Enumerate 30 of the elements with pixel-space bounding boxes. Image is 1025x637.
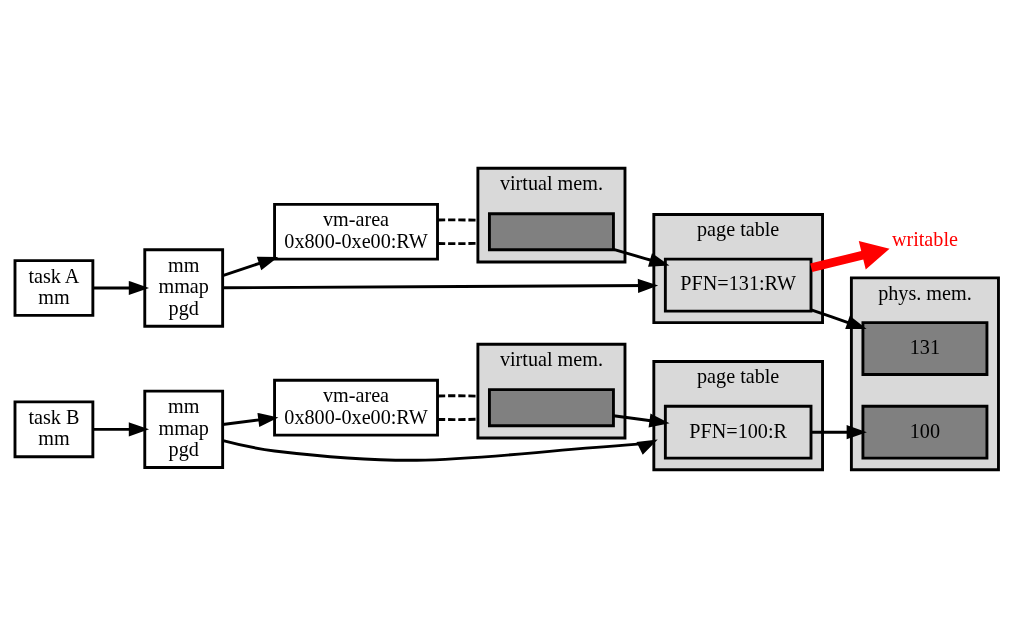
cluster: virtual mem. bbox=[476, 166, 627, 263]
arrow bbox=[222, 438, 658, 462]
arrow bbox=[613, 413, 670, 428]
connector bbox=[437, 217, 478, 222]
node-text: writable bbox=[891, 227, 958, 250]
connector bbox=[437, 241, 478, 245]
arrow bbox=[223, 278, 659, 293]
node-box: mm mmap pgd bbox=[143, 247, 225, 328]
arrow bbox=[810, 307, 867, 329]
arrow bbox=[222, 412, 279, 427]
node-box: mm mmap pgd bbox=[143, 389, 225, 469]
node-box: 131 bbox=[861, 320, 989, 376]
node-box: 100 bbox=[861, 404, 989, 460]
cluster: virtual mem. bbox=[476, 342, 627, 439]
node-box: task B mm bbox=[13, 400, 95, 458]
node-box bbox=[488, 387, 615, 427]
arrow bbox=[810, 240, 890, 272]
arrow bbox=[93, 280, 150, 295]
node-box: vm-area 0x800-0xe00:RW bbox=[273, 378, 439, 437]
arrow bbox=[93, 421, 150, 436]
arrow bbox=[613, 247, 670, 267]
connector bbox=[437, 417, 478, 421]
node-box: PFN=131:RW bbox=[663, 257, 813, 312]
node-box: PFN=100:R bbox=[663, 404, 813, 460]
arrow bbox=[811, 424, 867, 439]
node-box: vm-area 0x800-0xe00:RW bbox=[273, 202, 439, 261]
node-box bbox=[488, 211, 615, 251]
node-box: task A mm bbox=[13, 258, 95, 317]
arrow bbox=[222, 256, 279, 277]
connector bbox=[437, 393, 478, 398]
